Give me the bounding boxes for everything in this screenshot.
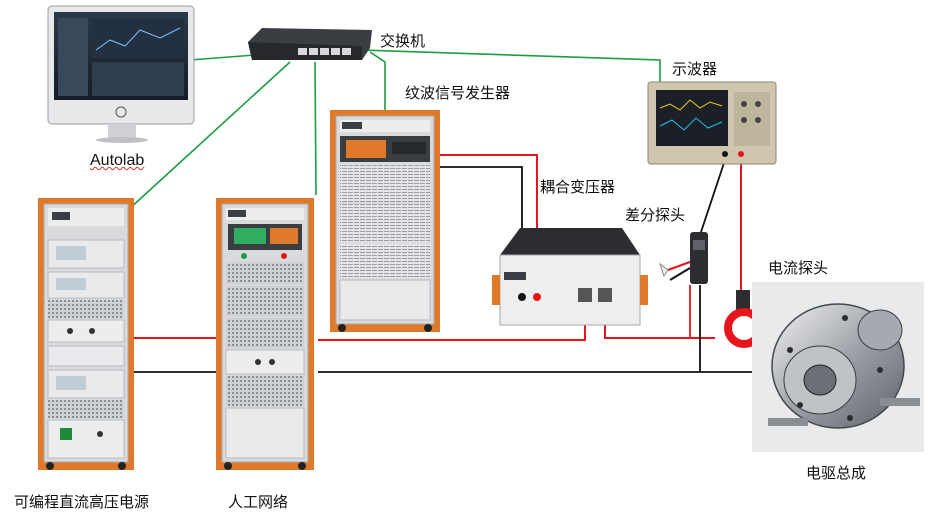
net-line-autolab (189, 54, 256, 61)
edrive-assembly (752, 282, 924, 452)
label-dc-supply: 可编程直流高压电源 (14, 493, 150, 511)
label-switch: 交换机 (380, 32, 426, 50)
coupling-transformer (492, 228, 648, 326)
differential-probe (659, 232, 708, 284)
label-current-probe: 电流探头 (768, 259, 829, 277)
label-differential-probe: 差分探头 (625, 206, 686, 224)
apple-logo-icon (115, 106, 127, 118)
label-autolab: Autolab (90, 152, 145, 169)
artificial-network-cabinet (216, 198, 314, 470)
label-artificial-network: 人工网络 (228, 493, 289, 511)
signal-line-scope-diffprobe (699, 159, 726, 236)
network-lines (127, 49, 661, 211)
oscilloscope (647, 81, 777, 165)
label-ripple-generator: 纹波信号发生器 (405, 84, 511, 102)
net-line-dc-supply (127, 61, 291, 211)
network-switch (248, 28, 372, 60)
label-oscilloscope: 示波器 (672, 60, 718, 78)
autolab-computer (47, 5, 195, 143)
label-edrive: 电驱总成 (806, 464, 867, 482)
net-line-generator (369, 51, 386, 112)
net-line-scope (359, 49, 661, 85)
ripple-generator-cabinet (330, 110, 440, 332)
net-line-network (314, 61, 317, 196)
label-coupling-transformer: 耦合变压器 (540, 178, 616, 196)
dc-supply-cabinet (38, 198, 134, 470)
